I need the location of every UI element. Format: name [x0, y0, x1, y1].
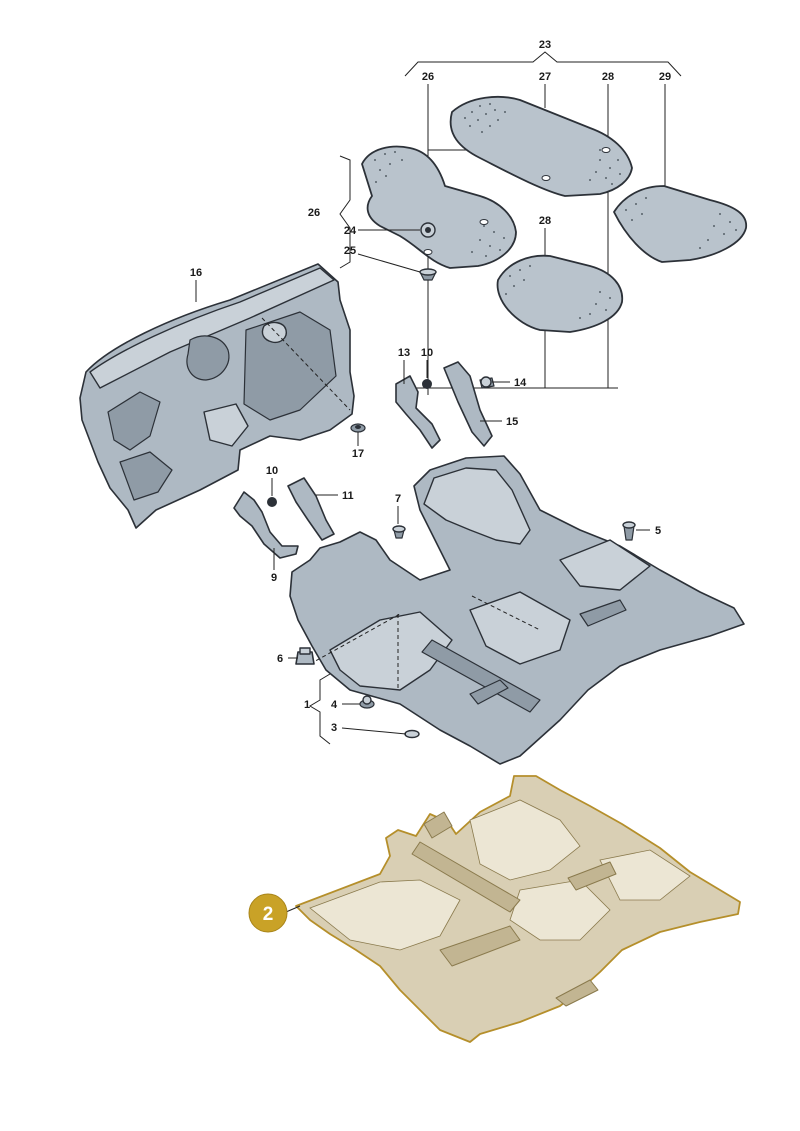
leader-lines: [195, 229, 650, 735]
label-13: 13: [398, 347, 410, 359]
label-14: 14: [514, 377, 527, 389]
part-labels: 23 26 27 28 29 28 26 24 25 16 13 10 14 1…: [190, 39, 671, 734]
floor-mat-rear-center: [496, 254, 624, 333]
label-6: 6: [277, 653, 283, 665]
clip-6: [295, 647, 315, 665]
label-28-mid: 28: [539, 215, 551, 227]
nut-10-lower: [267, 497, 277, 507]
screw-14: [479, 376, 495, 389]
bracket-13: [395, 375, 441, 449]
dash-insulation: [79, 263, 355, 529]
bracket-26: [339, 155, 351, 269]
floor-insulation: [289, 455, 745, 765]
floor-carpet-highlighted: [295, 775, 741, 1043]
clip-5: [622, 521, 636, 541]
clip-7: [392, 525, 406, 539]
floor-mat-front-left: [361, 145, 517, 269]
mat-fastener-base: [419, 268, 437, 281]
callout-2: 2: [248, 893, 301, 933]
label-29: 29: [659, 71, 671, 83]
label-26-left: 26: [308, 207, 320, 219]
label-28-top: 28: [602, 71, 614, 83]
clip-3: [404, 729, 420, 739]
label-10-upper: 10: [421, 347, 433, 359]
label-5: 5: [655, 525, 661, 537]
trim-15: [443, 361, 493, 447]
clip-17: [350, 423, 366, 433]
label-27: 27: [539, 71, 551, 83]
trim-11: [287, 477, 335, 541]
label-4: 4: [331, 699, 338, 711]
floor-mat-rear-right: [613, 185, 747, 263]
floor-mat-rear-left: [449, 95, 633, 197]
label-23: 23: [539, 39, 551, 51]
label-10-lower: 10: [266, 465, 278, 477]
label-25: 25: [344, 245, 356, 257]
label-26-top: 26: [422, 71, 434, 83]
nut-10-upper: [422, 379, 432, 389]
label-3: 3: [331, 722, 337, 734]
label-15: 15: [506, 416, 518, 428]
callout-2-badge: [248, 893, 288, 933]
label-24: 24: [344, 225, 357, 237]
bracket-9: [233, 491, 299, 559]
clip-4: [359, 695, 375, 709]
label-9: 9: [271, 572, 277, 584]
bracket-1: [309, 673, 331, 745]
label-1: 1: [304, 699, 310, 711]
label-17: 17: [352, 448, 364, 460]
mat-clip: [420, 222, 436, 238]
label-16: 16: [190, 267, 202, 279]
callout-2-number: 2: [263, 904, 274, 925]
label-7: 7: [395, 493, 401, 505]
label-11: 11: [342, 490, 354, 502]
